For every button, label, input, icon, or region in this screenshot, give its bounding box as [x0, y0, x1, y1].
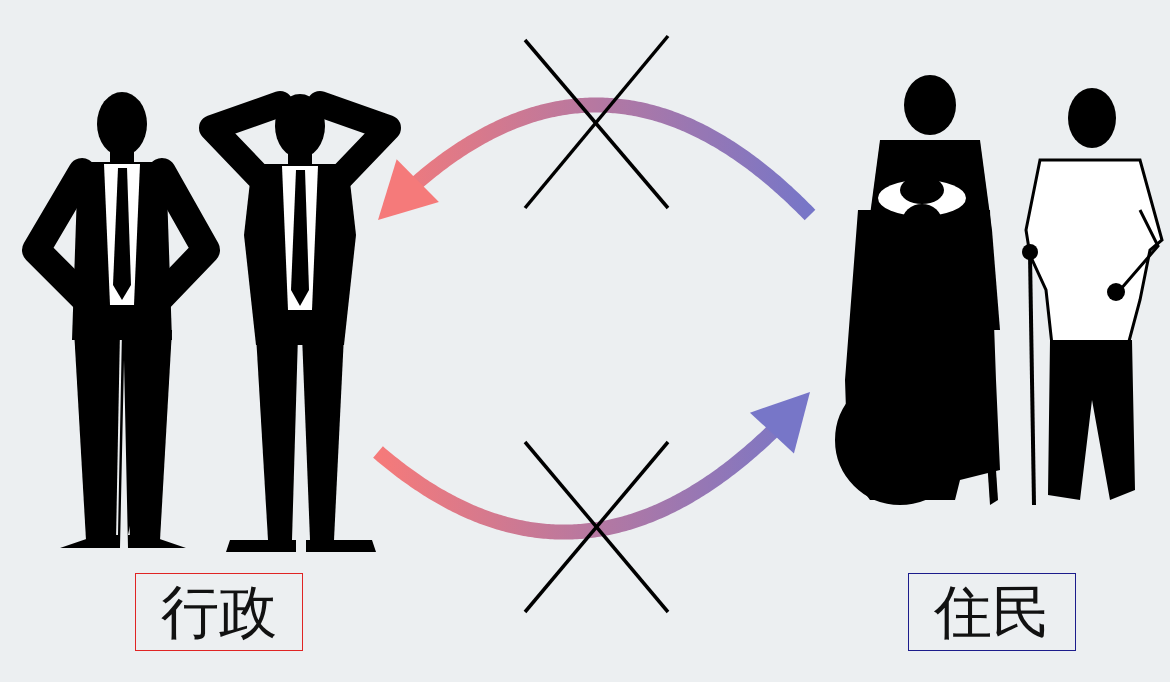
flow-arrow [378, 105, 810, 220]
arrow-head [750, 392, 810, 453]
resident-silhouette [842, 75, 1000, 505]
actor-node: 住民 [810, 85, 1160, 665]
official-silhouette [212, 94, 388, 552]
actor-node: 行政 [20, 85, 378, 665]
resident-silhouette [1022, 88, 1162, 505]
actor-label: 住民 [908, 573, 1076, 651]
arrow-shaft [378, 429, 775, 532]
arrow-shaft [415, 105, 810, 215]
flow-arrow [378, 392, 810, 532]
cross-mark [525, 442, 668, 612]
cross-mark [525, 36, 668, 208]
official-silhouette [36, 92, 206, 548]
connector-group [378, 105, 810, 532]
actor-label: 行政 [135, 573, 303, 651]
arrow-head [378, 159, 439, 220]
